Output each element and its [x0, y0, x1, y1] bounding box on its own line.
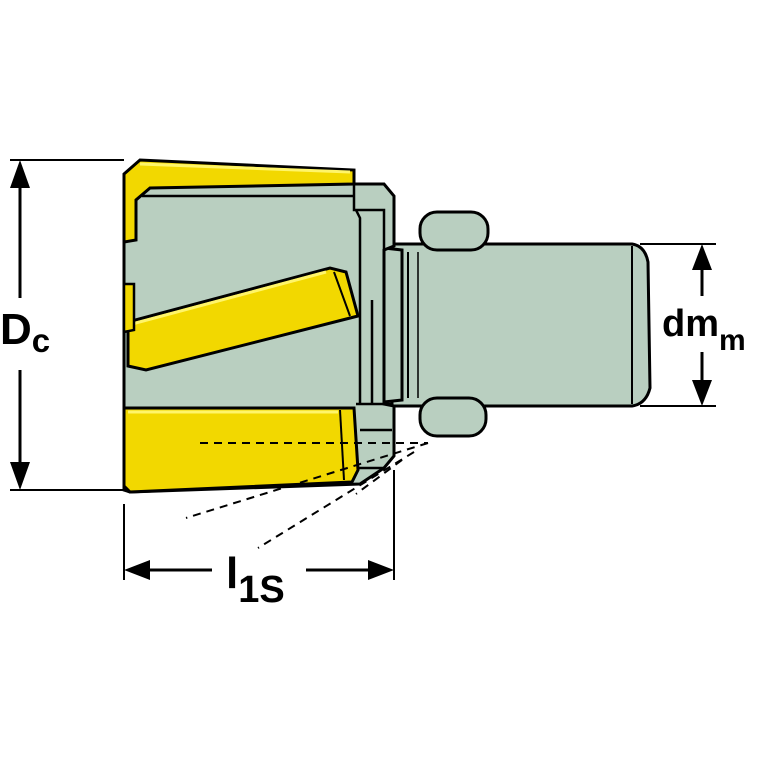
l1s-label-main: l	[226, 549, 238, 598]
top-insert	[122, 158, 356, 244]
head-details	[142, 184, 392, 470]
l1s-arrow-right	[368, 560, 394, 580]
left-insert-sliver	[122, 282, 136, 334]
dc-arrow-bottom	[10, 462, 30, 490]
neck-collar	[382, 246, 404, 404]
construction-lines	[185, 442, 429, 549]
dc-dimension: Dc	[0, 159, 124, 491]
upper-lug	[418, 210, 490, 252]
dmm-arrow-top	[692, 244, 712, 270]
dmm-arrow-bottom	[692, 380, 712, 406]
dc-arrow-top	[10, 160, 30, 188]
middle-insert	[126, 266, 360, 372]
l1s-arrow-left	[124, 560, 150, 580]
bottom-insert	[122, 406, 360, 494]
svg-text:l1S: l1S	[226, 549, 285, 611]
l1s-label-sub: 1S	[238, 569, 284, 611]
lower-lug	[418, 396, 488, 438]
svg-text:Dc: Dc	[0, 305, 50, 359]
dmm-dimension: dmm	[640, 243, 746, 407]
shank	[390, 242, 652, 408]
dmm-label-sub: m	[719, 324, 746, 357]
dc-label-sub: c	[32, 322, 50, 359]
svg-text:dmm: dmm	[662, 303, 746, 357]
dmm-label-main: dm	[662, 303, 719, 345]
shank-body	[390, 242, 652, 408]
l1s-dimension: l1S	[123, 470, 395, 611]
dc-label-main: D	[0, 305, 32, 354]
